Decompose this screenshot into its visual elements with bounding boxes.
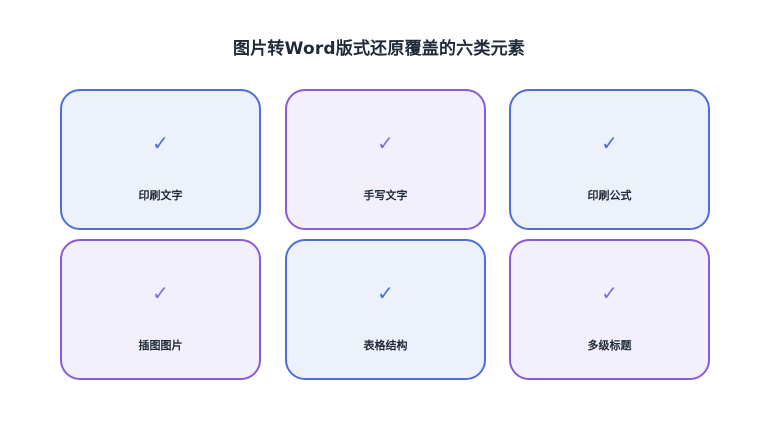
card-label: 多级标题 (587, 339, 632, 352)
card-label: 插图图片 (138, 339, 183, 352)
diagram-title: 图片转Word版式还原覆盖的六类元素 (233, 39, 525, 59)
checkmark-icon: ✓ (377, 131, 394, 155)
card-label: 表格结构 (363, 339, 408, 352)
checkmark-icon: ✓ (601, 281, 618, 305)
checkmark-icon: ✓ (152, 281, 169, 305)
element-card-multilevel-heading: ✓ 多级标题 (509, 239, 710, 380)
element-card-handwritten-text: ✓ 手写文字 (285, 89, 486, 230)
element-card-printed-text: ✓ 印刷文字 (60, 89, 261, 230)
checkmark-icon: ✓ (152, 131, 169, 155)
card-label: 手写文字 (363, 189, 408, 202)
element-card-printed-formula: ✓ 印刷公式 (509, 89, 710, 230)
checkmark-icon: ✓ (377, 281, 394, 305)
checkmark-icon: ✓ (601, 131, 618, 155)
element-card-illustration: ✓ 插图图片 (60, 239, 261, 380)
card-label: 印刷文字 (138, 189, 183, 202)
card-label: 印刷公式 (587, 189, 632, 202)
element-card-table-structure: ✓ 表格结构 (285, 239, 486, 380)
